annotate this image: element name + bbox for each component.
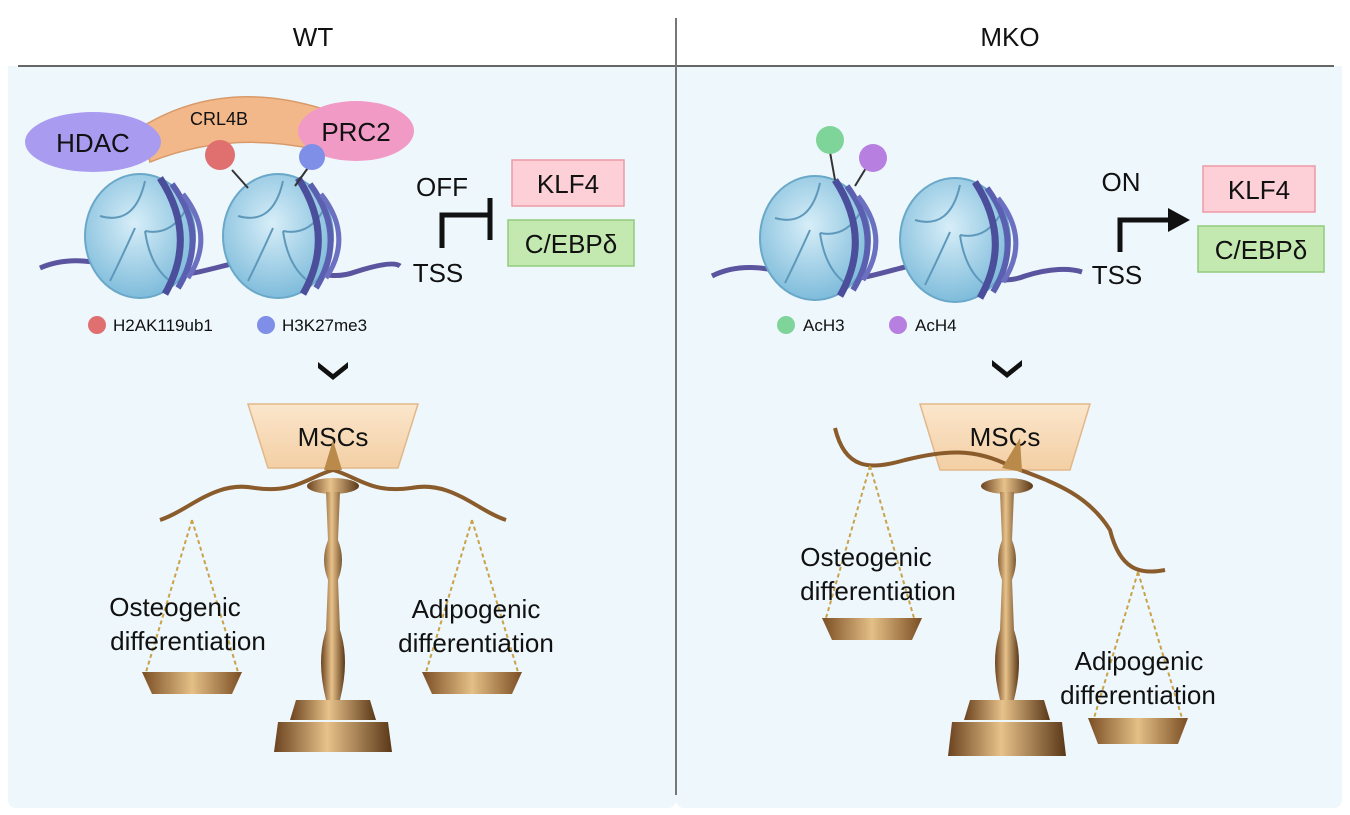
osteogenic-label-line2: differentiation	[110, 626, 266, 656]
cebp-box	[507, 219, 635, 267]
chevron-down-icon	[992, 360, 1022, 378]
tss-label: TSS	[1092, 260, 1143, 290]
osteogenic-label-line2: differentiation	[800, 576, 956, 606]
adipogenic-label-line2: differentiation	[1060, 680, 1216, 710]
scale-pointer	[1002, 438, 1022, 472]
tss-label: TSS	[413, 258, 464, 288]
legend-label: H2AK119ub1	[113, 316, 213, 335]
klf4-label: KLF4	[537, 169, 599, 199]
scale-base	[964, 700, 1050, 720]
activation-arrow	[1117, 217, 1172, 252]
on-label: ON	[1102, 167, 1141, 197]
off-label: OFF	[416, 172, 468, 202]
crl4b-label: CRL4B	[190, 109, 248, 129]
h3k27me3-mark	[299, 144, 325, 170]
histone-tail	[829, 151, 836, 181]
scale-pan	[142, 672, 242, 694]
scale-pointer	[324, 440, 342, 470]
klf4-box	[1202, 165, 1316, 213]
scale-chain	[471, 519, 519, 673]
h2ak119ub1-mark	[205, 140, 235, 170]
scale-chain	[191, 519, 239, 673]
scale-cap	[981, 478, 1033, 494]
wt-balance-scale: MSCs	[142, 403, 522, 752]
scale-chain	[425, 519, 473, 673]
adipogenic-label-line2: differentiation	[398, 628, 554, 658]
hdac-label: HDAC	[56, 128, 130, 158]
legend-marker	[777, 316, 795, 334]
legend-label: H3K27me3	[282, 316, 367, 335]
hdac-shape	[25, 112, 161, 172]
prc2-label: PRC2	[321, 117, 390, 147]
histone-tail	[854, 167, 867, 187]
prc2-shape	[298, 101, 414, 161]
adipogenic-label-line1: Adipogenic	[412, 594, 541, 624]
msc-label: MSCs	[970, 422, 1041, 452]
chevron-down-icon	[318, 362, 348, 380]
scale-pan	[1088, 718, 1188, 744]
scale-cap	[307, 478, 359, 494]
cebp-label: C/EBPδ	[525, 229, 618, 259]
osteogenic-label-line1: Osteogenic	[800, 542, 932, 572]
scale-chain	[825, 465, 871, 619]
scale-chain	[869, 465, 915, 619]
legend-marker	[257, 316, 275, 334]
scale-post	[321, 492, 345, 700]
legend-label: AcH3	[803, 316, 845, 335]
cebp-box	[1197, 225, 1325, 273]
repression-arrow	[439, 212, 490, 248]
mko-chromatin	[710, 126, 1083, 302]
arrowhead-icon	[1168, 208, 1190, 232]
histone-tail	[231, 169, 249, 189]
panel-title-mko: MKO	[980, 22, 1039, 52]
klf4-box	[511, 159, 625, 207]
osteogenic-label-line1: Osteogenic	[109, 592, 241, 622]
klf4-label: KLF4	[1228, 175, 1290, 205]
scale-chain	[1093, 571, 1139, 719]
cebp-label: C/EBPδ	[1215, 235, 1308, 265]
scale-pan	[822, 618, 922, 640]
scale-base	[948, 722, 1066, 756]
panel-title-wt: WT	[293, 22, 334, 52]
legend-label: AcH4	[915, 316, 957, 335]
scale-chain	[145, 519, 193, 673]
ach4-mark	[859, 144, 887, 172]
msc-box	[246, 403, 420, 469]
wt-repressor-complex: CRL4B HDAC PRC2	[25, 96, 414, 172]
scale-base	[290, 700, 376, 720]
scale-base	[274, 722, 392, 752]
adipogenic-label-line1: Adipogenic	[1075, 646, 1204, 676]
legend-marker	[88, 316, 106, 334]
mko-balance-scale: MSCs	[822, 403, 1188, 756]
scale-post	[995, 492, 1019, 700]
ach3-mark	[816, 126, 844, 154]
scale-chain	[1137, 571, 1183, 719]
legend-marker	[889, 316, 907, 334]
scale-pan	[422, 672, 522, 694]
